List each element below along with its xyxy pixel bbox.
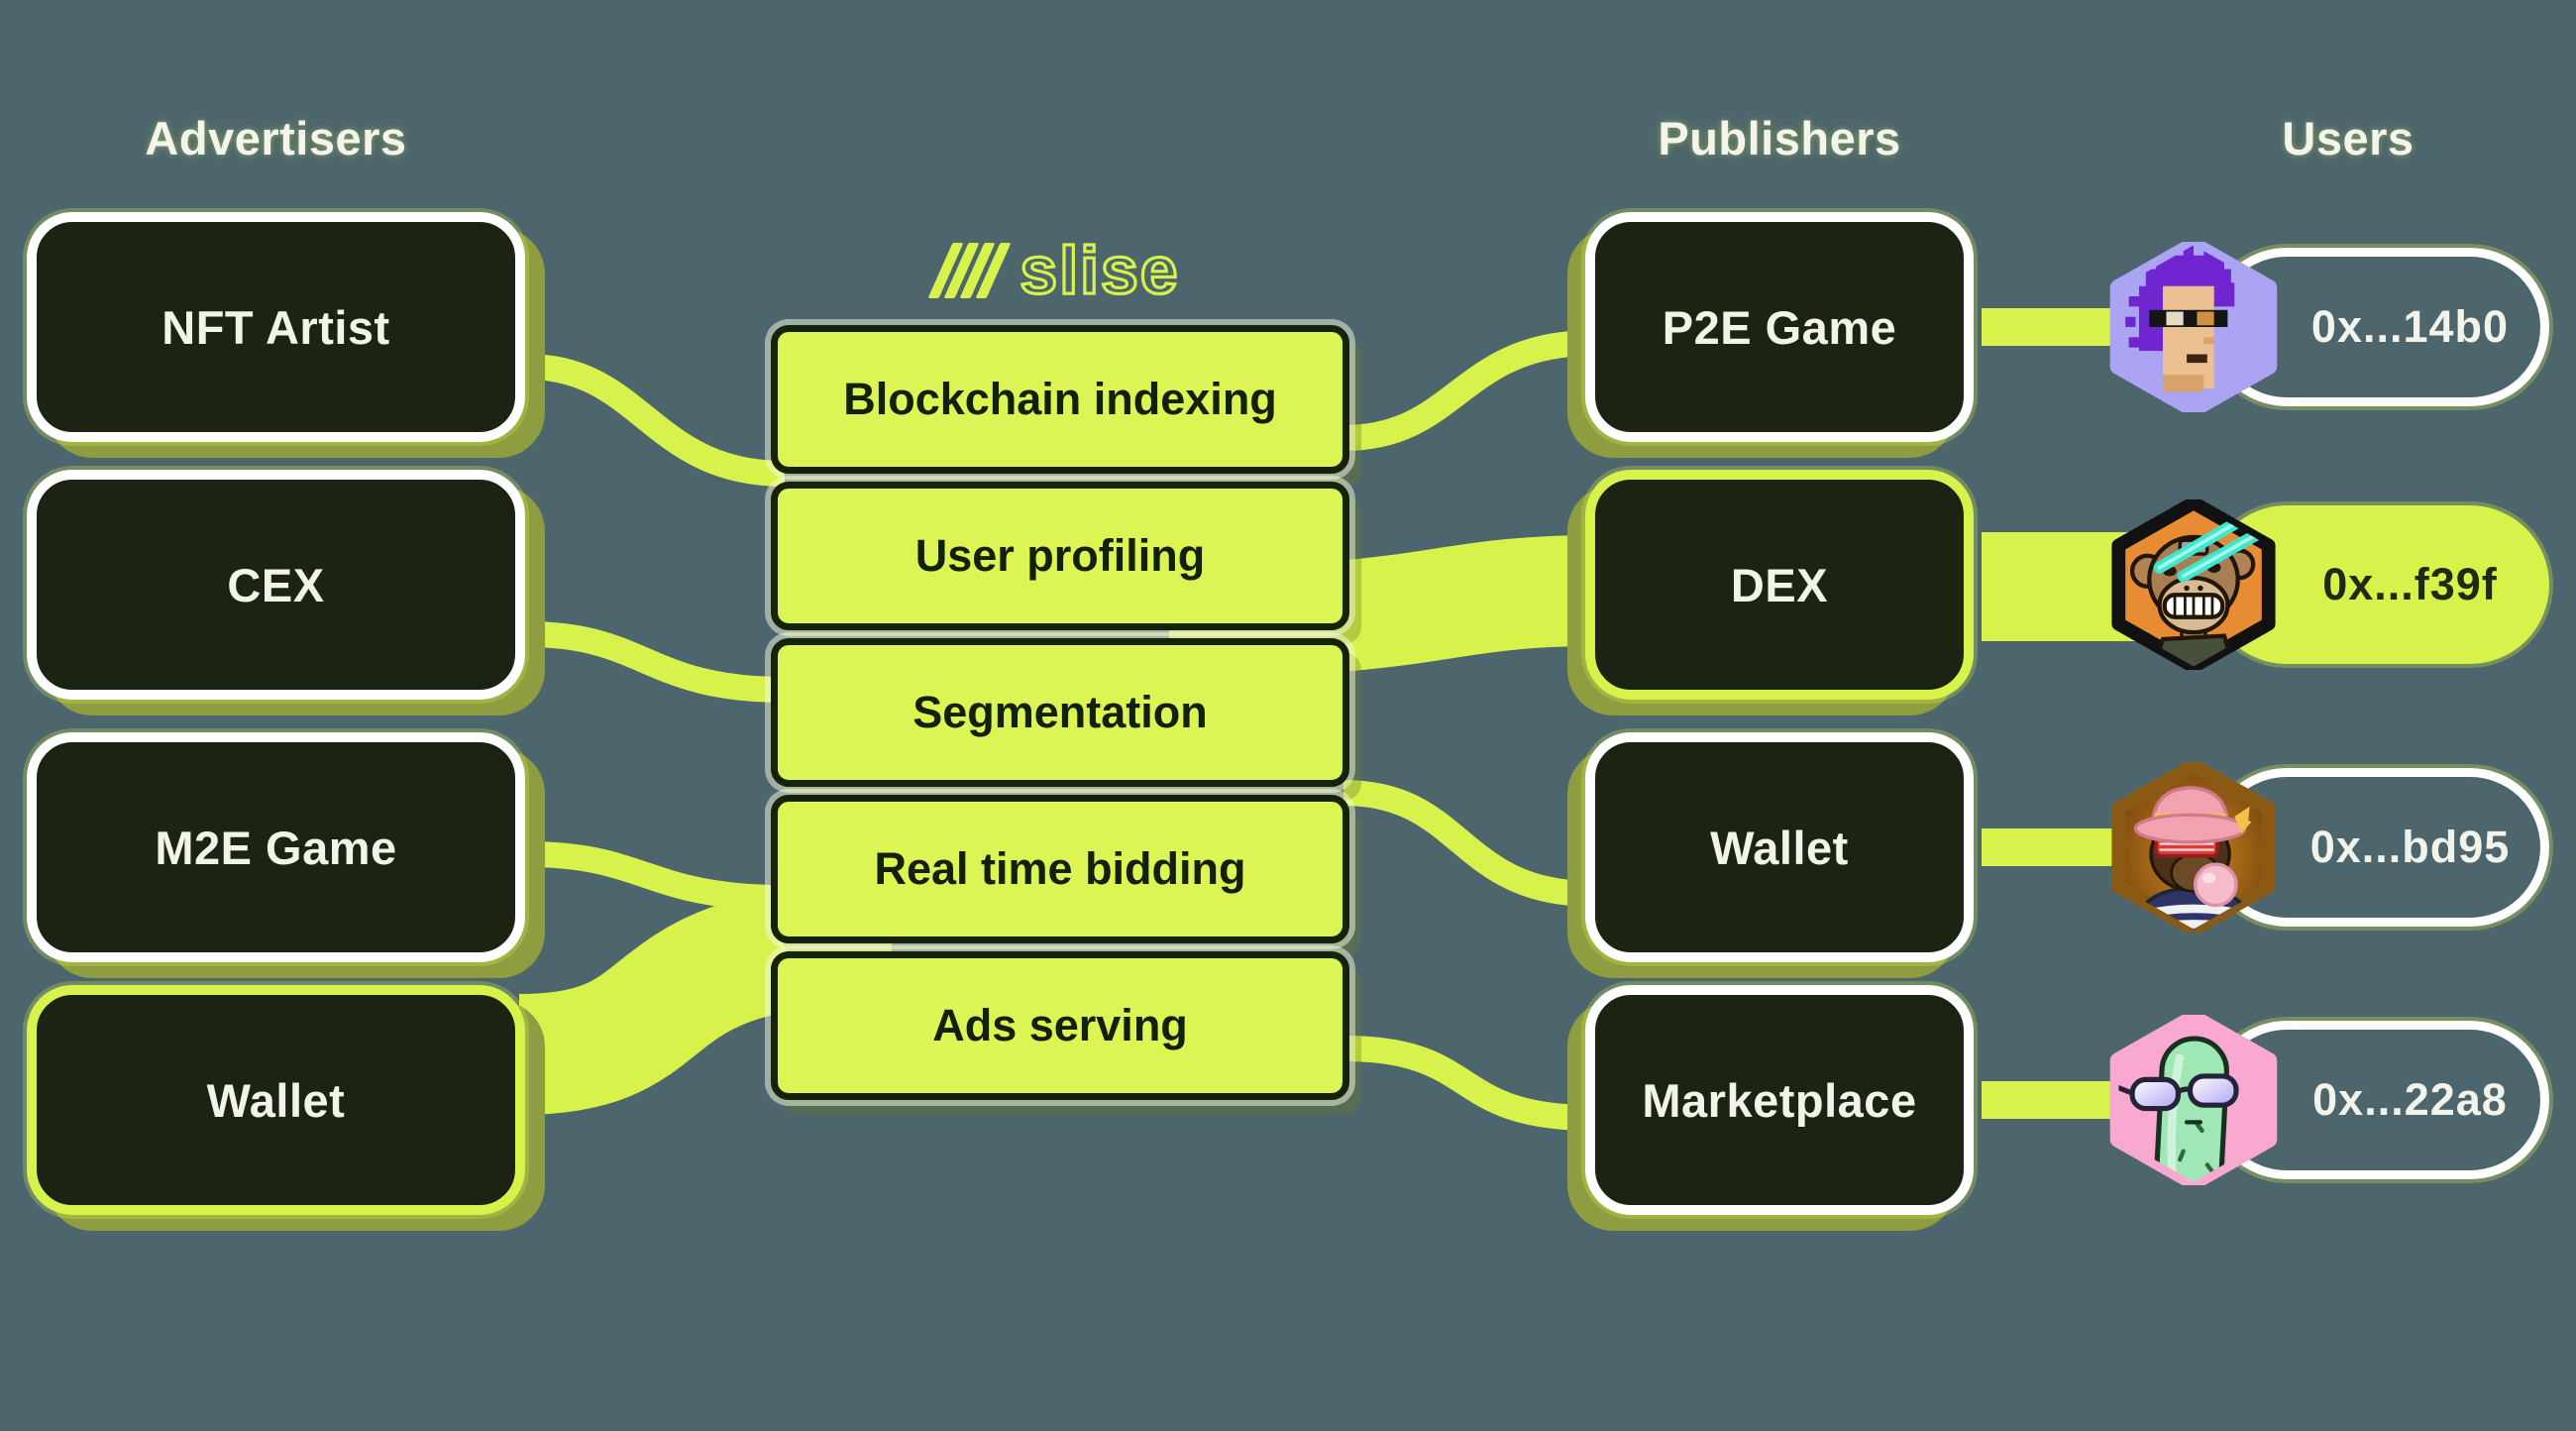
hat-ape-avatar — [2111, 762, 2276, 933]
feature-ads-serving: Ads serving — [771, 951, 1349, 1100]
pickle-avatar — [2109, 1015, 2278, 1185]
node-label: M2E Game — [155, 821, 397, 874]
node-label: Marketplace — [1642, 1073, 1917, 1127]
wallet-address: 0x...bd95 — [2309, 822, 2511, 872]
node-label: Wallet — [1710, 821, 1849, 874]
advertiser-wallet: Wallet — [27, 985, 525, 1215]
pixel-punk-avatar — [2109, 242, 2278, 412]
advertisers-heading: Advertisers — [145, 112, 407, 165]
slise-logo: slise — [771, 232, 1349, 309]
laser-ape-avatar — [2111, 499, 2276, 670]
feature-segmentation: Segmentation — [771, 638, 1349, 787]
feature-label: Ads serving — [932, 1000, 1188, 1050]
feature-blockchain-indexing: Blockchain indexing — [771, 325, 1349, 474]
advertiser-cex: CEX — [27, 470, 525, 700]
publisher-marketplace: Marketplace — [1585, 985, 1974, 1215]
slise-logo-text: slise — [1019, 233, 1180, 308]
node-label: P2E Game — [1662, 300, 1897, 354]
users-heading: Users — [2282, 112, 2415, 165]
feature-label: Blockchain indexing — [843, 374, 1277, 424]
user-address-pill: 0x...22a8 — [2207, 1021, 2549, 1179]
feature-user-profiling: User profiling — [771, 482, 1349, 630]
advertiser-m2e-game: M2E Game — [27, 732, 525, 962]
wallet-address: 0x...22a8 — [2312, 1074, 2508, 1125]
feature-label: Segmentation — [912, 687, 1208, 737]
feature-label: Real time bidding — [874, 843, 1246, 894]
wallet-address: 0x...14b0 — [2310, 301, 2510, 352]
node-label: Wallet — [206, 1073, 346, 1127]
slise-logo-slashes-icon — [927, 243, 1012, 298]
feature-label: User profiling — [914, 530, 1206, 581]
publishers-heading: Publishers — [1658, 112, 1901, 165]
node-label: DEX — [1730, 558, 1829, 611]
publisher-wallet: Wallet — [1585, 732, 1974, 962]
feature-real-time-bidding: Real time bidding — [771, 795, 1349, 943]
node-label: CEX — [227, 558, 325, 611]
node-label: NFT Artist — [161, 300, 390, 354]
wallet-address: 0x...f39f — [2322, 559, 2498, 609]
publisher-p2e-game: P2E Game — [1585, 212, 1974, 442]
advertiser-nft-artist: NFT Artist — [27, 212, 525, 442]
publisher-dex: DEX — [1585, 470, 1974, 700]
